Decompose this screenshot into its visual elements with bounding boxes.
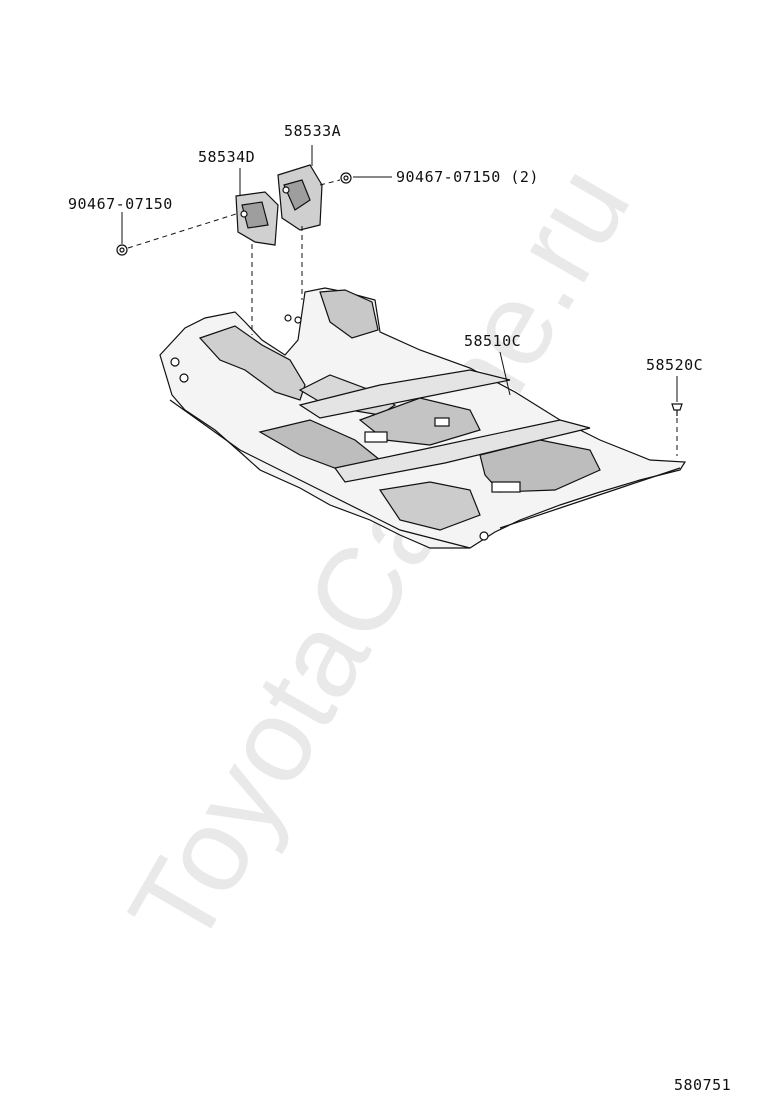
leader-lines [121, 145, 678, 402]
tunnel-right [319, 289, 379, 339]
label-58510c: 58510C [464, 332, 522, 350]
clip-hole-4 [284, 314, 292, 322]
side-flange [169, 399, 471, 549]
rear-well [479, 439, 601, 493]
pad-58533a [277, 164, 323, 231]
crossbar-2 [298, 369, 511, 419]
slot-3 [491, 481, 521, 493]
clip-hole-1 [170, 357, 180, 367]
dashed-guides [127, 179, 678, 456]
label-90467-right: 90467-07150 (2) [396, 168, 539, 186]
label-58534d: 58534D [198, 148, 256, 166]
slot-1 [364, 431, 388, 443]
tunnel-left [198, 325, 306, 401]
label-58520c: 58520C [646, 356, 704, 374]
pad-58534d [235, 191, 279, 246]
clip-58520c [671, 403, 683, 416]
slot-2 [434, 417, 450, 427]
crossbar [333, 419, 591, 483]
rear-well-2 [378, 481, 481, 531]
figure-number: 580751 [674, 1076, 732, 1094]
floor-carpet-58510c [159, 287, 687, 549]
clip-hole-3 [479, 531, 489, 541]
side-flange-2 [499, 467, 681, 529]
clip-90467-right [340, 172, 352, 184]
clip-hole-2 [179, 373, 189, 383]
label-58533a: 58533A [284, 122, 342, 140]
clip-hole-5 [294, 316, 302, 324]
clip-90467-left [116, 244, 128, 256]
label-90467-left: 90467-07150 [68, 195, 173, 213]
